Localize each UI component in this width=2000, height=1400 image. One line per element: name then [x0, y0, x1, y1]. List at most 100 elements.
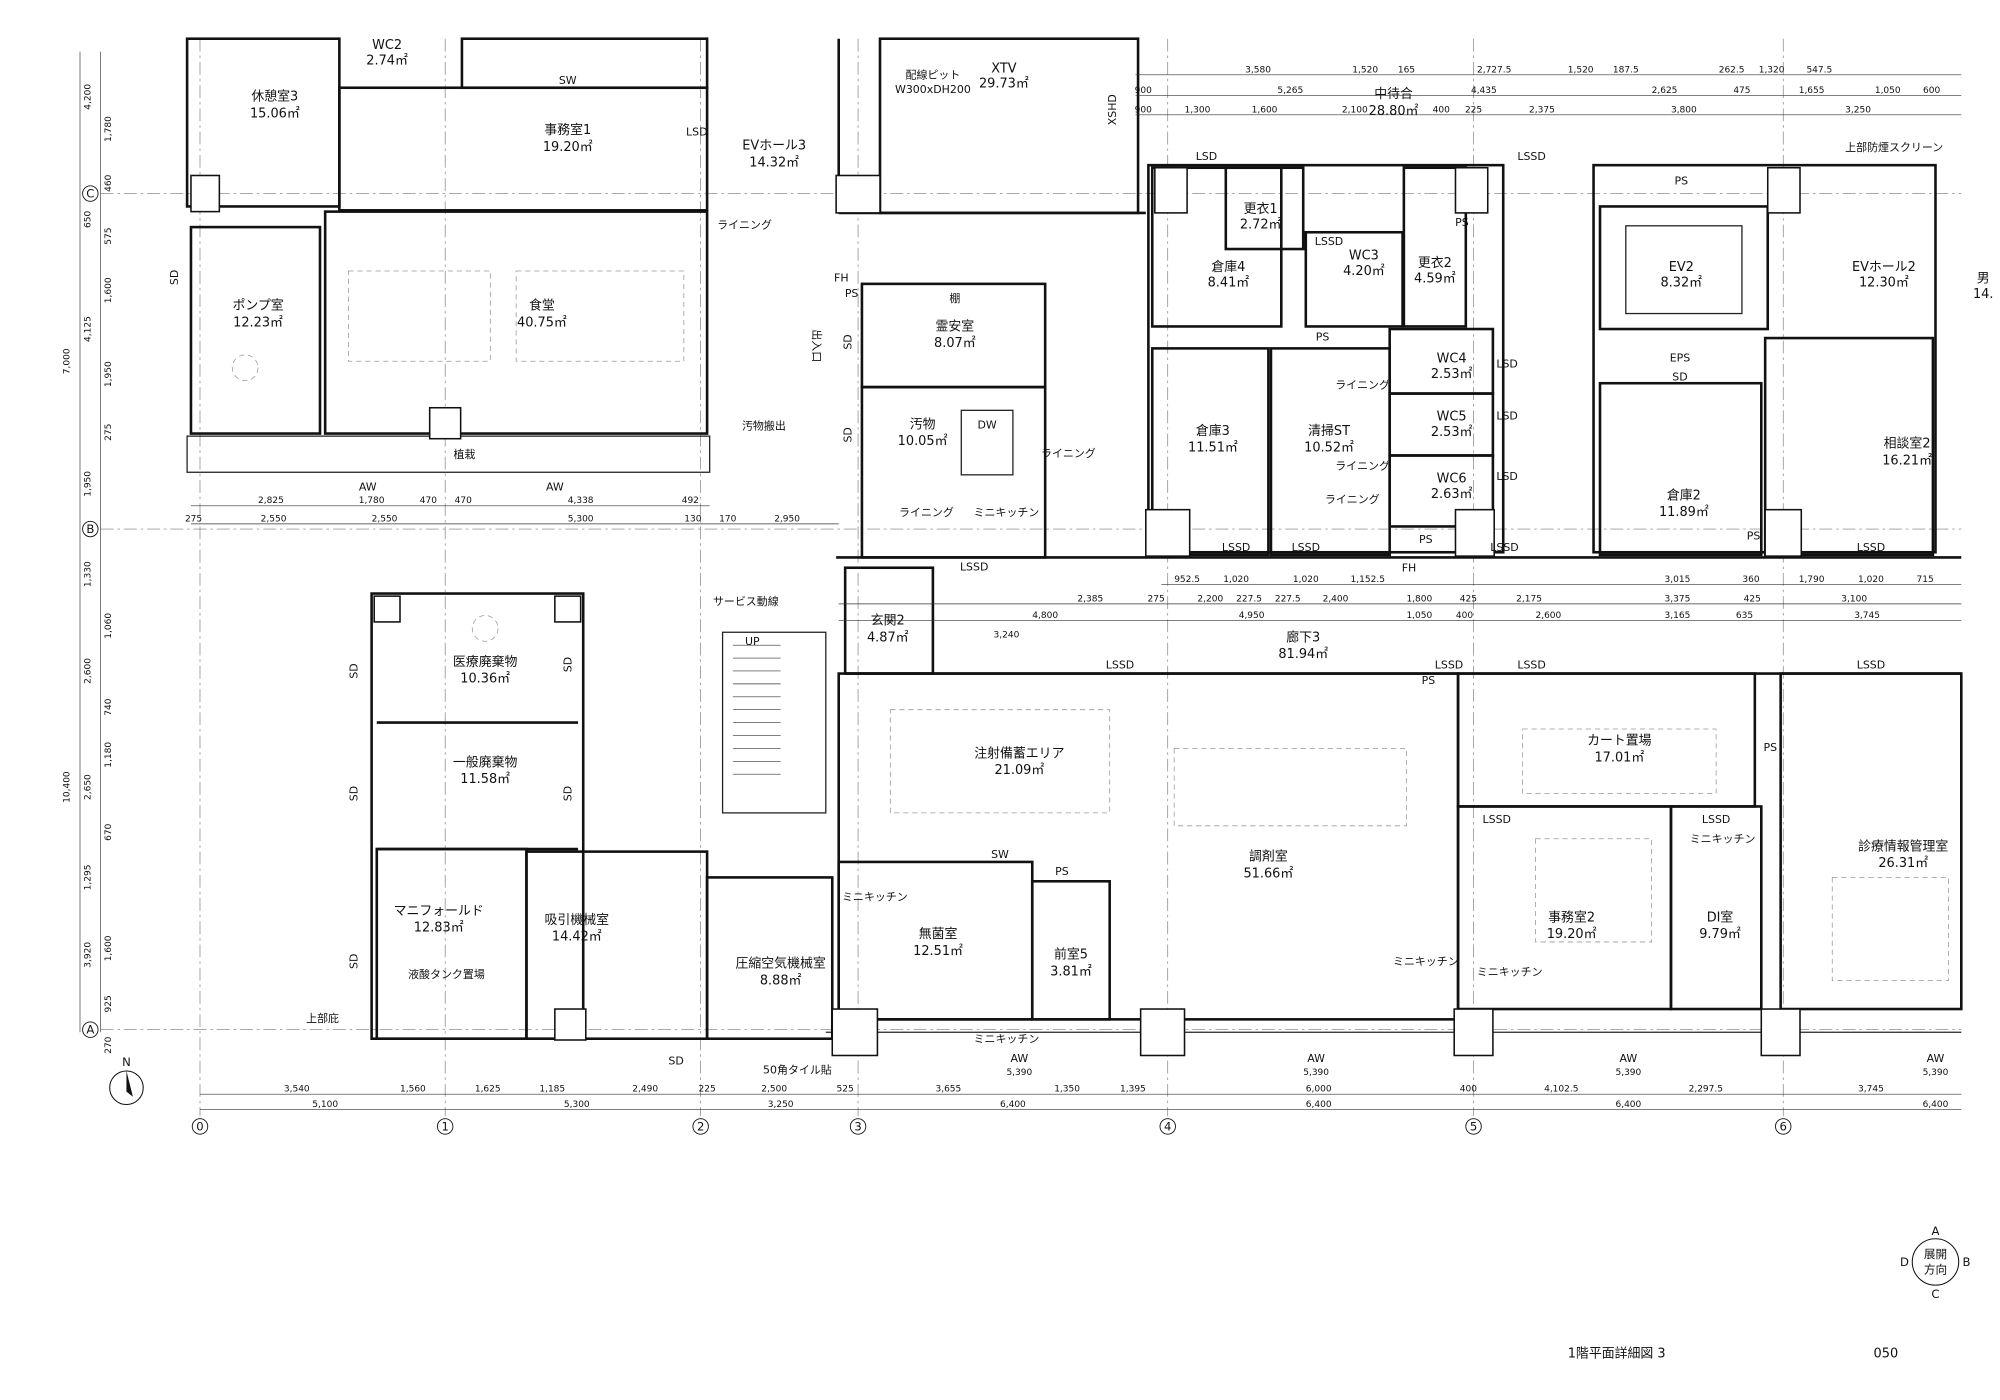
svg-text:SD: SD — [842, 334, 855, 349]
svg-text:19.20㎡: 19.20㎡ — [543, 140, 593, 155]
svg-text:SD: SD — [347, 663, 360, 678]
grid-column-4: 4 — [1159, 1118, 1176, 1135]
svg-text:前室5: 前室5 — [1054, 947, 1088, 963]
svg-text:B: B — [86, 522, 94, 536]
svg-text:PS: PS — [1764, 741, 1778, 754]
svg-text:1,185: 1,185 — [539, 1085, 565, 1095]
svg-text:1,950: 1,950 — [104, 361, 114, 387]
svg-text:3,165: 3,165 — [1665, 611, 1691, 621]
svg-text:C: C — [1931, 1287, 1939, 1301]
svg-text:ライニング: ライニング — [717, 217, 772, 231]
svg-text:EVホール3: EVホール3 — [742, 139, 806, 154]
svg-text:棚: 棚 — [949, 291, 960, 305]
svg-text:470: 470 — [420, 496, 437, 506]
svg-text:ミニキッチン: ミニキッチン — [1393, 955, 1459, 968]
svg-text:2,490: 2,490 — [632, 1085, 658, 1095]
svg-text:EPS: EPS — [1670, 351, 1691, 364]
dimension-lines — [79, 51, 1962, 1110]
svg-text:ライニング: ライニング — [1325, 492, 1380, 506]
svg-text:D: D — [1900, 1255, 1909, 1269]
svg-text:倉庫4: 倉庫4 — [1211, 260, 1245, 275]
grid-column-1: 1 — [436, 1118, 454, 1135]
svg-text:SD: SD — [168, 270, 181, 285]
svg-text:360: 360 — [1742, 575, 1759, 585]
svg-text:LSD: LSD — [1496, 409, 1518, 422]
svg-text:AW: AW — [1010, 1052, 1028, 1065]
svg-text:上部庇: 上部庇 — [306, 1011, 339, 1025]
svg-text:900: 900 — [1135, 105, 1152, 115]
svg-text:玄関2: 玄関2 — [871, 614, 905, 629]
svg-text:575: 575 — [104, 228, 114, 245]
svg-text:12.51㎡: 12.51㎡ — [913, 944, 963, 959]
svg-text:SD: SD — [1672, 371, 1687, 384]
svg-text:液酸タンク置場: 液酸タンク置場 — [408, 967, 485, 981]
svg-text:2.53㎡: 2.53㎡ — [1431, 367, 1473, 382]
svg-text:16.21㎡: 16.21㎡ — [1882, 454, 1932, 469]
svg-text:3,015: 3,015 — [1665, 575, 1691, 585]
svg-text:2.72㎡: 2.72㎡ — [1240, 217, 1282, 232]
svg-text:PS: PS — [1419, 533, 1433, 546]
svg-text:事務室1: 事務室1 — [544, 122, 591, 138]
svg-text:5,390: 5,390 — [1923, 1068, 1949, 1078]
svg-text:上部防煙スクリーン: 上部防煙スクリーン — [1845, 140, 1943, 154]
svg-text:1,625: 1,625 — [475, 1085, 501, 1095]
svg-text:2,297.5: 2,297.5 — [1689, 1085, 1723, 1095]
svg-text:6,400: 6,400 — [1615, 1100, 1641, 1110]
svg-text:170: 170 — [719, 514, 736, 524]
svg-text:4: 4 — [1164, 1119, 1171, 1133]
svg-text:11.89㎡: 11.89㎡ — [1659, 505, 1709, 520]
svg-text:A: A — [86, 1023, 94, 1037]
svg-text:2,600: 2,600 — [1535, 611, 1561, 621]
svg-text:1,780: 1,780 — [359, 496, 385, 506]
svg-text:425: 425 — [1460, 594, 1477, 604]
svg-text:900: 900 — [1135, 86, 1152, 96]
svg-text:1,790: 1,790 — [1799, 575, 1825, 585]
svg-text:3.81㎡: 3.81㎡ — [1050, 964, 1092, 979]
svg-text:11.51㎡: 11.51㎡ — [1188, 441, 1238, 456]
svg-text:LSSD: LSSD — [1517, 658, 1545, 671]
svg-text:男: 男 — [1977, 272, 1990, 287]
svg-text:14.: 14. — [1973, 287, 1994, 302]
svg-text:ライニング: ライニング — [1041, 446, 1096, 460]
svg-text:LSSD: LSSD — [1490, 541, 1518, 554]
svg-text:3,800: 3,800 — [1671, 105, 1697, 115]
svg-text:650: 650 — [83, 210, 93, 227]
svg-text:12.23㎡: 12.23㎡ — [233, 315, 283, 330]
svg-text:LSSD: LSSD — [1435, 658, 1463, 671]
svg-text:6: 6 — [1780, 1119, 1787, 1133]
svg-text:1,600: 1,600 — [104, 935, 114, 961]
svg-text:1,060: 1,060 — [104, 613, 114, 639]
svg-text:5,300: 5,300 — [568, 514, 594, 524]
svg-text:1,295: 1,295 — [83, 865, 93, 891]
svg-text:1,655: 1,655 — [1799, 86, 1825, 96]
svg-text:ミニキッチン: ミニキッチン — [974, 1033, 1040, 1046]
svg-text:5,390: 5,390 — [1615, 1068, 1641, 1078]
svg-text:AW: AW — [1927, 1052, 1945, 1065]
svg-text:2,175: 2,175 — [1516, 594, 1542, 604]
svg-text:5,300: 5,300 — [564, 1100, 590, 1110]
svg-text:1,020: 1,020 — [1223, 575, 1249, 585]
svg-text:事務室2: 事務室2 — [1548, 909, 1595, 925]
svg-text:W300xDH200: W300xDH200 — [895, 83, 971, 96]
svg-text:270: 270 — [104, 1036, 114, 1053]
svg-text:WC4: WC4 — [1437, 352, 1467, 367]
svg-text:出入口: 出入口 — [810, 329, 824, 362]
svg-text:4,800: 4,800 — [1032, 611, 1058, 621]
svg-text:275: 275 — [104, 424, 114, 441]
svg-text:10.05㎡: 10.05㎡ — [898, 434, 948, 449]
grid-column-6: 6 — [1775, 1118, 1792, 1135]
svg-text:一般廃棄物: 一般廃棄物 — [453, 754, 518, 770]
svg-text:SD: SD — [842, 427, 855, 442]
svg-text:8.41㎡: 8.41㎡ — [1208, 275, 1250, 290]
svg-text:3,655: 3,655 — [935, 1085, 961, 1095]
svg-text:2,600: 2,600 — [83, 658, 93, 684]
